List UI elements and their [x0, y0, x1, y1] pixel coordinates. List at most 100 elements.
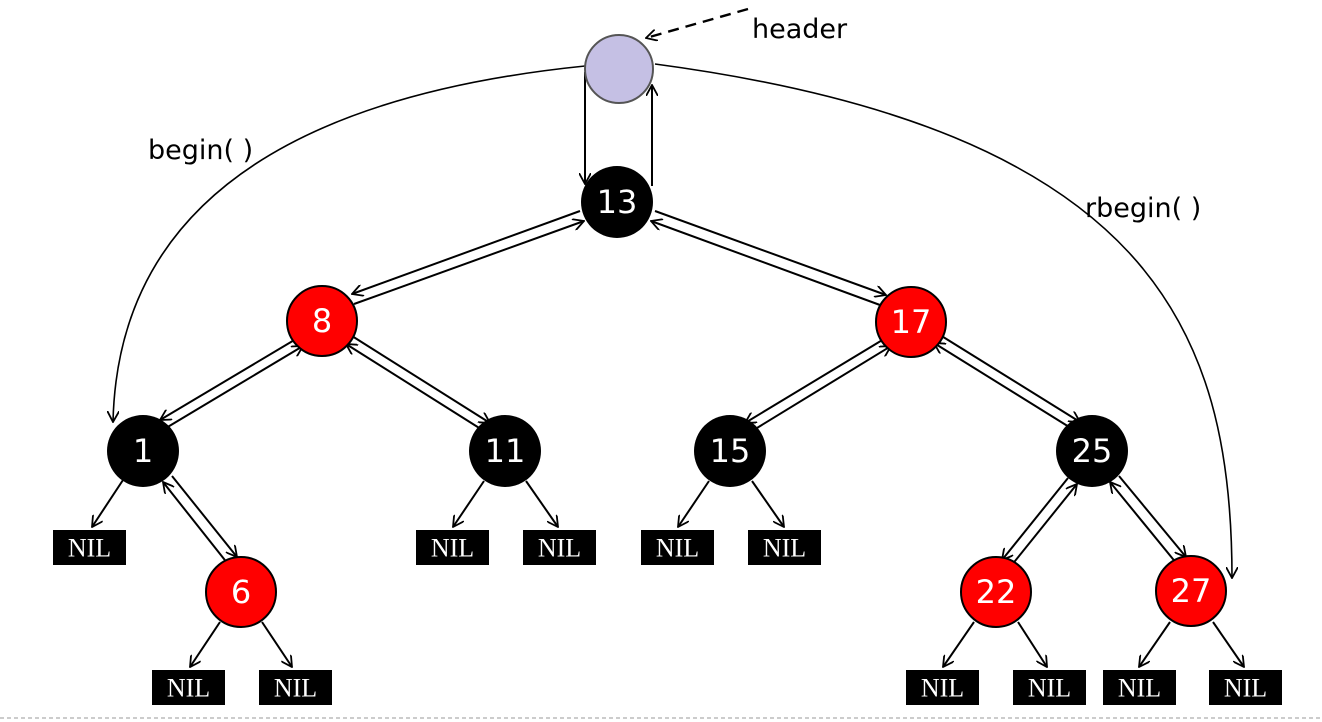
edge-17-to-25 [939, 334, 1080, 422]
nil-box [1209, 670, 1282, 705]
node-8-circle [286, 285, 358, 357]
node-6: 6 [205, 556, 277, 628]
edge-22-to-25 [1010, 484, 1077, 567]
header-node [584, 34, 654, 104]
header-label: header [752, 14, 848, 45]
nil-box [748, 530, 821, 565]
node-13: 13 [581, 166, 653, 238]
edge-13-to-17 [654, 210, 886, 295]
node-13-value: 13 [597, 183, 638, 221]
nil-label: NIL [167, 674, 210, 703]
edge-6-nil-right [261, 621, 292, 667]
node-25: 25 [1056, 415, 1128, 487]
node-25-circle [1056, 415, 1128, 487]
nil-leaf: NIL [1013, 670, 1086, 705]
edge-25-to-27 [1118, 475, 1186, 557]
nil-label: NIL [921, 674, 964, 703]
node-1-circle [107, 415, 179, 487]
node-27-circle [1155, 555, 1227, 627]
edge-6-to-1 [163, 482, 229, 565]
nil-label: NIL [274, 674, 317, 703]
nil-leaf: NIL [641, 530, 714, 565]
nil-label: NIL [1224, 674, 1267, 703]
edge-17-to-15 [745, 338, 885, 423]
node-27-value: 27 [1171, 572, 1212, 610]
node-22-circle [960, 556, 1032, 628]
nil-edges [92, 479, 1244, 667]
nil-leaf: NIL [906, 670, 979, 705]
node-15-value: 15 [710, 432, 751, 470]
begin-label: begin( ) [148, 135, 253, 166]
nil-label: NIL [1028, 674, 1071, 703]
nil-box [259, 670, 332, 705]
node-17-circle [875, 286, 947, 358]
edge-27-to-25 [1110, 482, 1178, 565]
nil-box [416, 530, 489, 565]
nil-box [523, 530, 596, 565]
node-22: 22 [960, 556, 1032, 628]
node-6-circle [205, 556, 277, 628]
edge-11-to-8 [346, 344, 485, 432]
node-25-value: 25 [1072, 432, 1113, 470]
edge-25-to-17 [934, 343, 1075, 431]
rbegin-label: rbegin( ) [1085, 193, 1201, 224]
node-17-value: 17 [891, 303, 932, 341]
rbegin-arc [654, 63, 1232, 578]
node-1: 1 [107, 415, 179, 487]
nil-leaf: NIL [53, 530, 126, 565]
edge-25-to-22 [1002, 477, 1069, 560]
edge-15-to-17 [751, 346, 891, 432]
edge-1-nil [92, 479, 124, 527]
edge-1-to-6 [171, 475, 237, 557]
node-13-circle [581, 166, 653, 238]
nil-leaf: NIL [416, 530, 489, 565]
nil-leaves: NIL NIL NIL NIL NIL NIL NIL NIL [53, 530, 1282, 705]
nil-label: NIL [763, 534, 806, 563]
node-6-value: 6 [231, 573, 251, 611]
nil-label: NIL [431, 534, 474, 563]
node-17: 17 [875, 286, 947, 358]
nil-box [152, 670, 225, 705]
node-15-circle [694, 415, 766, 487]
nil-box [53, 530, 126, 565]
nil-leaf: NIL [1103, 670, 1176, 705]
node-11-circle [469, 415, 541, 487]
nil-leaf: NIL [748, 530, 821, 565]
begin-arc [113, 65, 586, 422]
edge-6-nil-left [190, 621, 221, 667]
nil-leaf: NIL [1209, 670, 1282, 705]
node-27: 27 [1155, 555, 1227, 627]
node-22-value: 22 [976, 573, 1017, 611]
edge-11-nil-left [453, 480, 485, 527]
node-1-value: 1 [133, 432, 153, 470]
nil-box [641, 530, 714, 565]
edge-15-nil-right [751, 480, 784, 527]
edge-27-nil-left [1139, 621, 1171, 667]
nil-label: NIL [538, 534, 581, 563]
edge-17-to-13 [651, 221, 881, 306]
nil-label: NIL [656, 534, 699, 563]
edge-22-nil-left [943, 621, 975, 667]
node-8-value: 8 [312, 302, 332, 340]
nil-box [1013, 670, 1086, 705]
nil-leaf: NIL [259, 670, 332, 705]
nil-leaf: NIL [523, 530, 596, 565]
edge-1-to-8 [165, 346, 303, 429]
nil-label: NIL [1118, 674, 1161, 703]
nil-leaf: NIL [152, 670, 225, 705]
node-8: 8 [286, 285, 358, 357]
nil-label: NIL [68, 534, 111, 563]
edge-13-to-8 [352, 210, 581, 294]
node-15: 15 [694, 415, 766, 487]
edge-8-to-1 [160, 338, 297, 420]
edge-15-nil-left [678, 480, 710, 527]
edge-27-nil-right [1212, 621, 1244, 667]
edge-8-to-11 [351, 335, 490, 423]
edge-8-to-13 [353, 221, 584, 305]
edge-22-nil-right [1017, 621, 1047, 667]
edge-11-nil-right [525, 480, 558, 527]
tree-edges [160, 210, 1186, 567]
nil-box [1103, 670, 1176, 705]
